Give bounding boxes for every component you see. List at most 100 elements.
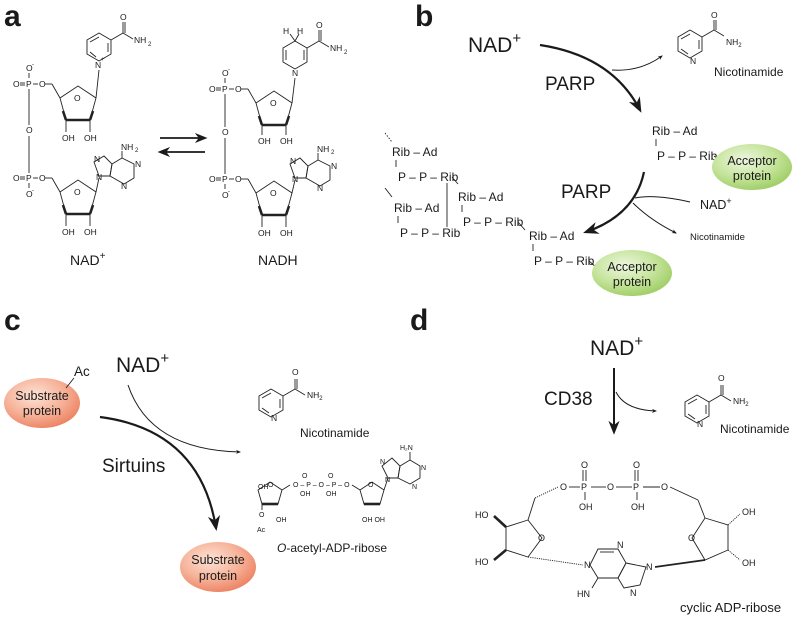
svg-text:O: O (661, 482, 668, 492)
svg-text:P – P – Rib: P – P – Rib (400, 226, 461, 240)
svg-text:Ac: Ac (257, 527, 266, 534)
svg-text:N: N (385, 477, 390, 484)
o-acetyl-adp-ribose-label: O-acetyl-ADP-ribose (277, 541, 387, 555)
nicotinamide-structure-c (258, 378, 306, 418)
svg-text:N: N (412, 484, 417, 491)
nicotinamide-label-b1: Nicotinamide (714, 65, 784, 79)
panel-label-c: c (4, 304, 21, 337)
svg-text:OH: OH (280, 228, 293, 238)
nad-plus-label-c: NAD+ (116, 350, 169, 377)
nicotinamide-release-arrow-2 (632, 202, 677, 234)
svg-text:O: O (711, 10, 718, 20)
enzyme-parp-2: PARP (561, 182, 611, 203)
svg-text:O: O (74, 93, 81, 103)
svg-text:OH: OH (742, 558, 756, 568)
panel-label-b: b (415, 0, 433, 33)
svg-text:OH: OH (84, 133, 97, 143)
svg-text:H: H (283, 26, 289, 36)
nadh-structure: H H O NH 2 N O OH OH O P O O (209, 20, 348, 238)
svg-text:-: - (228, 67, 230, 73)
svg-text:O: O (718, 373, 725, 383)
svg-text:2: 2 (331, 150, 335, 156)
enzyme-sirtuins: Sirtuins (102, 456, 165, 477)
nicotinamide-structure-b (677, 19, 725, 59)
svg-text:OH: OH (258, 136, 271, 146)
svg-text:O: O (633, 460, 640, 470)
nicotinamide-label-d: Nicotinamide (720, 422, 790, 436)
svg-text:O: O (581, 460, 588, 470)
svg-text:P – P – Rib: P – P – Rib (398, 170, 459, 184)
svg-text:HO: HO (475, 510, 489, 520)
svg-text:P – P – Rib: P – P – Rib (463, 215, 524, 229)
svg-text:NH2: NH2 (307, 390, 323, 402)
svg-text:P: P (26, 173, 32, 183)
svg-text:NH: NH (134, 35, 146, 45)
svg-text:O: O (235, 174, 242, 184)
svg-text:protein: protein (199, 569, 237, 583)
panel-label-d: d (410, 304, 428, 337)
svg-text:N: N (697, 419, 703, 429)
svg-text:N: N (421, 465, 426, 472)
svg-text:Substrate: Substrate (15, 389, 69, 403)
svg-text:O: O (26, 63, 33, 73)
svg-text:N: N (317, 183, 323, 193)
nicotinamide-structure-d (684, 384, 732, 424)
svg-text:N: N (380, 459, 385, 466)
svg-text:OH: OH (62, 227, 75, 237)
svg-text:2: 2 (344, 50, 348, 56)
svg-text:H₂N: H₂N (400, 445, 413, 452)
svg-text:O: O (26, 125, 33, 135)
svg-text:N: N (292, 174, 298, 184)
svg-text:Rib – Ad: Rib – Ad (394, 201, 439, 215)
svg-text:O: O (222, 190, 229, 200)
svg-text:O: O (74, 187, 81, 197)
svg-text:NH: NH (330, 43, 342, 53)
svg-text:OH: OH (579, 502, 593, 512)
svg-text:OH OH: OH OH (362, 517, 385, 524)
substrate-protein-acetylated: Substrate protein Ac (4, 364, 90, 428)
svg-text:NH2: NH2 (733, 396, 749, 408)
svg-text:O: O (328, 473, 334, 480)
sirtuins-arrow (99, 415, 221, 532)
svg-text:N: N (331, 161, 337, 171)
substrate-protein-deacetylated: Substrate protein (180, 542, 256, 592)
acceptor-protein-2: Acceptor protein (592, 250, 672, 296)
svg-text:2: 2 (148, 42, 152, 48)
svg-text:O: O (368, 482, 374, 489)
svg-text:N: N (121, 181, 127, 191)
svg-text:P: P (222, 174, 228, 184)
svg-text:O: O (292, 367, 299, 377)
svg-text:O: O (39, 79, 46, 89)
poly-adp-ribose-chain: Rib – Ad P – P – Rib Rib – Ad P – P – Ri… (384, 132, 598, 269)
svg-text:protein: protein (613, 275, 651, 289)
svg-text:Rib – Ad: Rib – Ad (458, 190, 503, 204)
svg-text:O: O (222, 68, 229, 78)
svg-text:O: O (270, 188, 277, 198)
svg-text:O: O (235, 84, 242, 94)
svg-text:N: N (135, 159, 141, 169)
parp-arrow-1 (539, 43, 642, 113)
svg-text:N: N (96, 172, 102, 182)
panel-d: d NAD+ CD38 N O NH2 Nicotinamide O P O O… (410, 304, 790, 615)
svg-text:O: O (209, 174, 216, 184)
svg-text:O: O (268, 482, 274, 489)
svg-text:HN: HN (577, 589, 590, 599)
cyclic-adp-ribose-structure: O P O OH O P O OH O O HO (475, 460, 756, 599)
svg-text:H: H (297, 26, 303, 36)
svg-text:O: O (39, 173, 46, 183)
nad-plus-structure: O NH 2 N + O OH OH O P O O - O (13, 12, 152, 237)
svg-text:N: N (646, 562, 653, 572)
svg-text:O: O (209, 84, 216, 94)
enzyme-cd38: CD38 (544, 389, 593, 410)
svg-text:N: N (617, 540, 624, 550)
svg-text:N: N (690, 56, 696, 66)
svg-text:O: O (26, 189, 33, 199)
panel-label-a: a (4, 0, 21, 33)
svg-text:OH: OH (742, 507, 756, 517)
svg-text:-: - (32, 188, 34, 194)
svg-text:N: N (290, 156, 296, 166)
svg-text:N: N (271, 413, 277, 423)
acetyl-label: Ac (74, 364, 90, 379)
parp-arrow-2 (583, 171, 646, 234)
